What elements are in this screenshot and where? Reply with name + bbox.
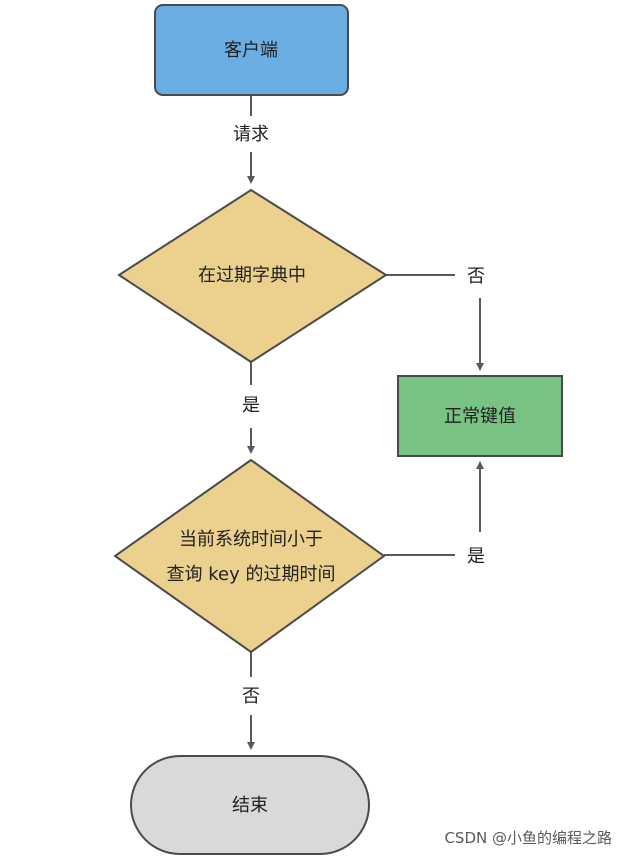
time-check-diamond bbox=[113, 458, 386, 654]
client-node: 客户端 bbox=[154, 4, 349, 96]
expire-dict-diamond bbox=[117, 188, 388, 364]
time-check-label-line2: 查询 key 的过期时间 bbox=[167, 564, 336, 585]
end-node: 结束 bbox=[130, 755, 370, 855]
client-label: 客户端 bbox=[224, 40, 278, 61]
expire-dict-no-label: 否 bbox=[467, 266, 485, 287]
normal-key-node: 正常键值 bbox=[397, 375, 563, 457]
client-box bbox=[154, 4, 349, 96]
normal-key-label: 正常键值 bbox=[444, 406, 516, 427]
time-check-yes-label: 是 bbox=[467, 546, 485, 567]
time-check-label-line1: 当前系统时间小于 bbox=[179, 529, 323, 550]
time-check-no-label: 否 bbox=[242, 686, 260, 707]
time-check-decision: 当前系统时间小于 查询 key 的过期时间 bbox=[113, 458, 386, 654]
end-terminator bbox=[130, 755, 370, 855]
csdn-watermark: CSDN @小鱼的编程之路 bbox=[444, 829, 612, 847]
expire-dict-yes-label: 是 bbox=[242, 395, 260, 416]
expire-dict-label: 在过期字典中 bbox=[198, 265, 306, 286]
request-edge-label: 请求 bbox=[233, 124, 269, 145]
end-label: 结束 bbox=[232, 795, 268, 816]
expire-dict-decision: 在过期字典中 bbox=[117, 188, 388, 364]
normal-key-box bbox=[397, 375, 563, 457]
connectors bbox=[247, 96, 484, 750]
